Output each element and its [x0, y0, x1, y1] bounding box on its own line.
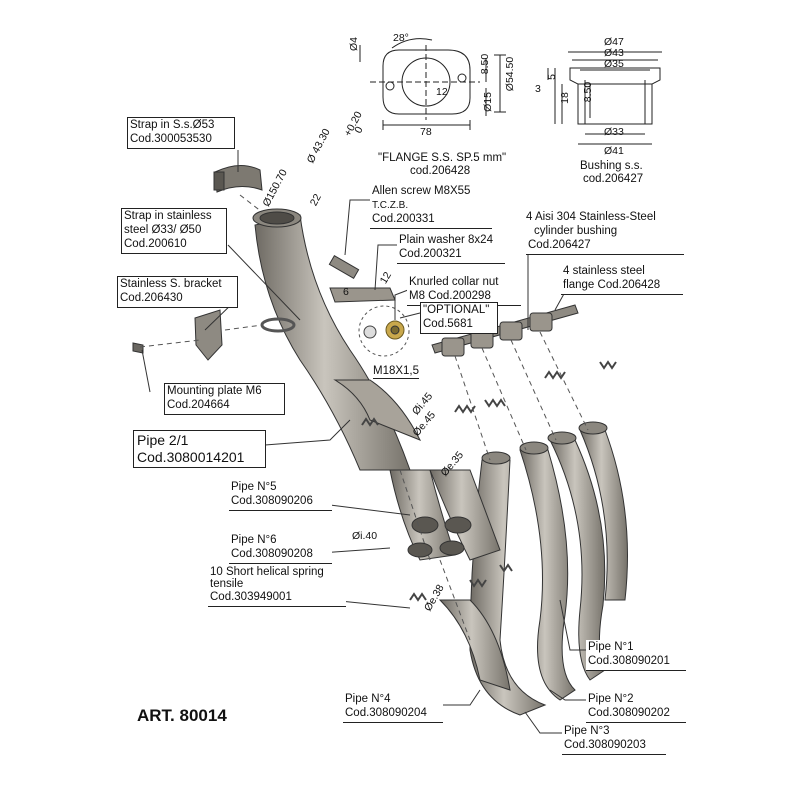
- callout-bushing-4-line3: Cod.206427: [528, 239, 591, 251]
- callout-bushing-4: 4 Aisi 304 Stainless-Steel cylinder bush…: [526, 210, 684, 255]
- bushing-h5: 5: [545, 74, 558, 80]
- callout-optional: "OPTIONAL" Cod.5681: [420, 302, 498, 334]
- flange-code: cod.206428: [410, 165, 471, 177]
- callout-optional-line2: Cod.5681: [423, 318, 473, 330]
- callout-flange-4-line2: flange Cod.206428: [563, 279, 661, 291]
- callout-flange-4: 4 stainless steel flange Cod.206428: [561, 264, 683, 295]
- bushing-h850: 8.50: [582, 81, 595, 103]
- callout-pipe-5: Pipe N°5 Cod.308090206: [229, 480, 332, 511]
- callout-pipe-2-1: Pipe 2/1 Cod.3080014201: [133, 430, 266, 468]
- pipe-2-1-shape: [252, 208, 422, 471]
- callout-pipe4-line2: Cod.308090204: [345, 707, 427, 719]
- bushing-h18: 18: [558, 92, 571, 104]
- bushing-d47: Ø47: [604, 36, 624, 48]
- callout-strap-stainless-line1: Strap in stainless: [124, 210, 212, 222]
- callout-bushing-4-line1: 4 Aisi 304 Stainless-Steel: [526, 211, 656, 223]
- pipe-n6: 6: [343, 286, 349, 298]
- callout-pipe21-line2: Cod.3080014201: [137, 449, 245, 465]
- hardware-shapes: [328, 254, 410, 357]
- callout-bracket: Stainless S. bracket Cod.206430: [117, 276, 238, 308]
- callout-allen-screw: Allen screw M8X55 T.C.Z.B. Cod.200331: [370, 184, 492, 229]
- callout-washer-line2: Cod.200321: [399, 248, 462, 260]
- callout-springs: 10 Short helical spring tensile Cod.3039…: [208, 566, 346, 607]
- callout-pipe-1: Pipe N°1 Cod.308090201: [586, 640, 686, 671]
- bushing-code: cod.206427: [583, 173, 644, 185]
- callout-pipe4-line1: Pipe N°4: [345, 693, 391, 705]
- secondary-pipes-shape: [389, 469, 511, 691]
- article-number: ART. 80014: [137, 706, 227, 725]
- callout-springs-line3: Cod.303949001: [210, 591, 292, 603]
- callout-nut-line1: Knurled collar nut: [409, 276, 499, 288]
- callout-strap-stainless-line2: steel Ø33/ Ø50: [124, 224, 202, 236]
- callout-allen-line3: Cod.200331: [372, 213, 435, 225]
- flange-d5450: Ø54.50: [504, 56, 517, 92]
- flange-caption: "FLANGE S.S. SP.5 mm": [378, 152, 507, 164]
- callout-pipe3-line1: Pipe N°3: [564, 725, 610, 737]
- flange-r12: 12: [436, 86, 448, 98]
- callout-strap-stainless-line3: Cod.200610: [124, 238, 187, 250]
- callout-mounting-plate: Mounting plate M6 Cod.204664: [164, 383, 285, 415]
- flange-bushing-row: [431, 304, 579, 357]
- callout-washer: Plain washer 8x24 Cod.200321: [397, 233, 505, 264]
- callout-strap-53-line2: Cod.300053530: [130, 133, 212, 145]
- flange-w78: 78: [420, 126, 432, 138]
- bracket-shape: [132, 309, 296, 361]
- flange-h850: 8.50: [479, 53, 492, 75]
- callout-pipe1-line2: Cod.308090201: [588, 655, 670, 667]
- bushing-h3: 3: [535, 83, 541, 95]
- callout-bracket-line1: Stainless S. bracket: [120, 278, 222, 290]
- callout-allen-line2: T.C.Z.B.: [372, 200, 409, 211]
- callout-pipe-2: Pipe N°2 Cod.308090202: [586, 692, 686, 723]
- flange-drawing: [359, 38, 506, 130]
- bushing-caption: Bushing s.s.: [580, 160, 643, 172]
- callout-pipe2-line1: Pipe N°2: [588, 693, 634, 705]
- callout-bushing-4-line2: cylinder bushing: [534, 225, 618, 237]
- callout-pipe21-line1: Pipe 2/1: [137, 432, 189, 448]
- callout-pipe3-line2: Cod.308090203: [564, 739, 646, 751]
- bushing-drawing: [547, 51, 662, 145]
- callout-pipe-4: Pipe N°4 Cod.308090204: [343, 692, 443, 723]
- callout-flange-4-line1: 4 stainless steel: [563, 265, 645, 277]
- flange-d15: Ø15: [481, 92, 494, 112]
- callout-optional-line1: "OPTIONAL": [423, 304, 490, 316]
- callout-strap-53: Strap in S.s.Ø53 Cod.300053530: [127, 117, 235, 149]
- callout-pipe-3: Pipe N°3 Cod.308090203: [562, 724, 666, 755]
- callout-pipe5-line2: Cod.308090206: [231, 495, 313, 507]
- callout-mounting-line2: Cod.204664: [167, 399, 230, 411]
- pipe-di40: Øi.40: [352, 530, 378, 542]
- callout-allen-line1: Allen screw M8X55: [372, 185, 471, 197]
- flange-angle: 28°: [393, 32, 409, 44]
- callout-strap-53-line1: Strap in S.s.Ø53: [130, 119, 215, 131]
- callout-pipe5-line1: Pipe N°5: [231, 481, 277, 493]
- callout-bracket-line2: Cod.206430: [120, 292, 183, 304]
- callout-pipe1-line1: Pipe N°1: [588, 641, 634, 653]
- flange-hole: Ø4: [348, 36, 361, 52]
- strap-53-shape: [213, 165, 263, 193]
- assembly-dashed-lines: [139, 194, 589, 641]
- callout-pipe2-line2: Cod.308090202: [588, 707, 670, 719]
- bushing-d33: Ø33: [604, 126, 624, 138]
- bushing-d41: Ø41: [604, 145, 624, 157]
- callout-washer-line1: Plain washer 8x24: [399, 234, 493, 246]
- bushing-d43: Ø43: [604, 47, 624, 59]
- callout-springs-line2: tensile: [210, 578, 244, 590]
- springs-shape: [361, 360, 617, 602]
- callout-m18: M18X1,5: [373, 365, 420, 379]
- callout-pipe6-line1: Pipe N°6: [231, 534, 277, 546]
- callout-pipe-6: Pipe N°6 Cod.308090208: [229, 533, 332, 564]
- callout-nut-line2: M8 Cod.200298: [409, 290, 491, 302]
- callout-springs-line1: 10 Short helical spring: [210, 566, 324, 578]
- bushing-d35: Ø35: [604, 58, 624, 70]
- callout-mounting-line1: Mounting plate M6: [167, 385, 262, 397]
- callout-strap-stainless: Strap in stainless steel Ø33/ Ø50 Cod.20…: [121, 208, 227, 254]
- callout-pipe6-line2: Cod.308090208: [231, 548, 313, 560]
